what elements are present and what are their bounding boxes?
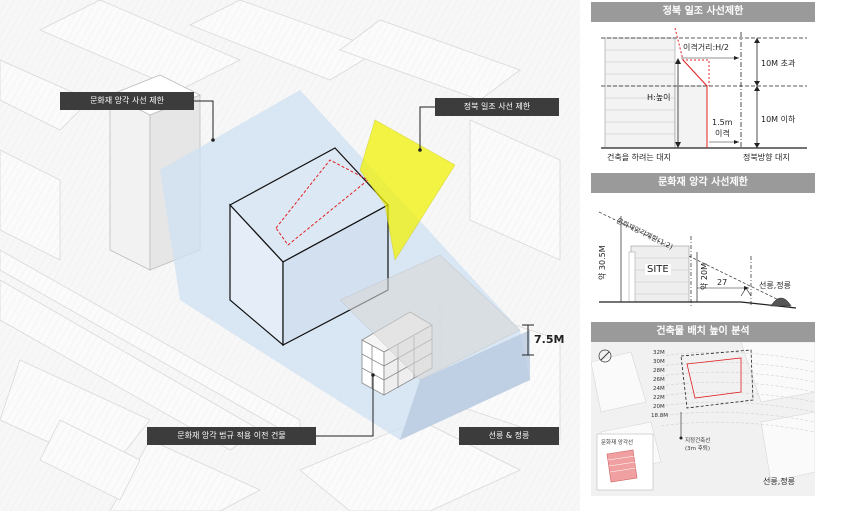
heritage-limit-line <box>275 159 369 246</box>
north-daylight-plane <box>359 119 456 261</box>
panel-analysis-title: 건축물 배치 높이 분석 <box>591 322 815 342</box>
analysis-tomb-label: 선릉,정릉 <box>763 477 795 486</box>
leader-lines <box>194 100 435 437</box>
north-over10-label: 10M 초과 <box>761 59 796 68</box>
north-under10-label: 10M 이하 <box>761 115 796 124</box>
height-dimension <box>522 324 534 356</box>
heritage-view-diagram <box>598 211 797 309</box>
panel-north-daylight: 이격거리:H/2 H:높이 10M 초과 10M 이하 1.5m 이격 건축을 … <box>591 24 815 164</box>
analysis-level-4: 24M <box>653 386 665 392</box>
heritage-tomb-label: 선릉,정릉 <box>759 281 791 290</box>
north-setback-word: 이격 <box>715 129 730 138</box>
analysis-setback-line: 지정건축선 <box>685 438 711 444</box>
podium <box>339 254 521 381</box>
callout-north-daylight: 정북 일조 사선 제한 <box>435 98 559 116</box>
north-daylight-diagram <box>601 27 807 149</box>
analysis-level-7: 18.8M <box>651 413 668 419</box>
proposed-building-mass <box>229 147 389 347</box>
analysis-inset-title: 문화재 앙각선 <box>601 440 634 446</box>
panel-heritage-view: 문화재앙각제한(1:2) 약 30.5M SITE 약 20M 27 선릉,정릉 <box>591 196 815 314</box>
heritage-height-right: 약 20M <box>700 263 709 290</box>
heritage-height-left: 약 30.5M <box>598 245 607 280</box>
analysis-level-5: 22M <box>653 395 665 401</box>
panel-height-analysis: 32M 30M 28M 26M 24M 22M 20M 18.8M 지정건축선 … <box>590 341 816 496</box>
heritage-distance: 27 <box>717 278 728 287</box>
north-height-label: H:높이 <box>647 93 671 102</box>
callout-royal-tomb: 선릉 & 정릉 <box>459 427 559 445</box>
isometric-site-view <box>0 0 580 511</box>
analysis-level-3: 26M <box>653 377 665 383</box>
analysis-level-0: 32M <box>653 350 665 356</box>
analysis-level-2: 28M <box>653 368 665 374</box>
analysis-level-1: 30M <box>653 359 665 365</box>
north-setback-value: 1.5m <box>712 118 733 127</box>
north-site-lot-label: 건축을 하려는 대지 <box>607 153 671 162</box>
panel-heritage-title: 문화재 앙각 사선제한 <box>591 173 815 193</box>
analysis-level-6: 20M <box>653 404 665 410</box>
callout-heritage-view: 문화재 앙각 사선 제한 <box>60 92 194 110</box>
heritage-site-label: SITE <box>645 264 671 275</box>
north-distance-label: 이격거리:H/2 <box>683 43 729 52</box>
panel-north-title: 정북 일조 사선제한 <box>591 2 815 22</box>
callout-existing-building: 문화재 앙각 법규 적용 이전 건물 <box>147 427 316 445</box>
height-dim-label: 7.5M <box>534 333 565 346</box>
height-analysis-map <box>590 341 816 491</box>
analysis-setback-note: (3m 후퇴) <box>685 446 711 452</box>
north-north-lot-label: 정북방향 대지 <box>743 153 790 162</box>
